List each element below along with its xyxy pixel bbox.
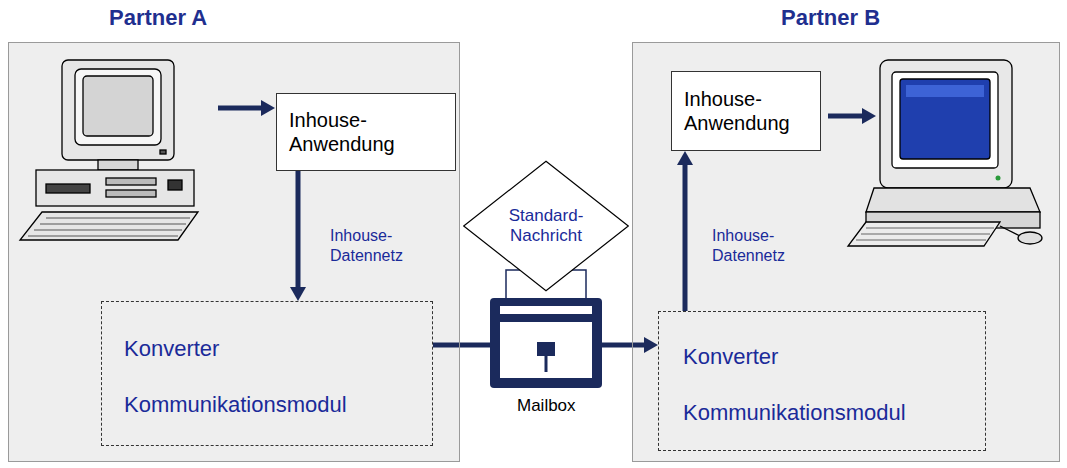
- mailbox-door: [537, 342, 555, 356]
- monitor-body: [62, 60, 174, 160]
- application-label: Inhouse- Anwendung: [672, 87, 790, 135]
- diamond-shape: [464, 161, 629, 290]
- network-label: Inhouse- Datennetz: [712, 226, 785, 266]
- mouse: [1018, 232, 1042, 244]
- application-box: Inhouse- Anwendung: [671, 71, 821, 151]
- keyboard: [20, 212, 198, 240]
- power-light: [996, 176, 1001, 181]
- monitor-bezel: [892, 72, 998, 168]
- output-arrow: [828, 114, 862, 119]
- application-box: Inhouse- Anwendung: [276, 93, 456, 171]
- desktop-case: [36, 170, 194, 206]
- monitor-bezel: [75, 69, 161, 145]
- message-diamond: Standard- Nachricht: [462, 160, 630, 292]
- panel-fill: [8, 42, 460, 462]
- mailbox-slot: [500, 306, 592, 314]
- network-label: Inhouse- Datennetz: [330, 226, 403, 266]
- monitor-neck: [98, 160, 138, 170]
- mailbox-body: [490, 298, 602, 388]
- converter-module: KonverterKommunikationsmodul: [658, 311, 986, 451]
- application-label: Inhouse- Anwendung: [277, 108, 395, 156]
- message-label: Standard- Nachricht: [509, 206, 584, 247]
- desktop-case: [866, 188, 1040, 212]
- partner-title: Partner B: [781, 5, 880, 31]
- computer-b: [848, 60, 1042, 246]
- module-label: Konverter: [683, 344, 778, 370]
- mouse-cable: [1000, 226, 1020, 236]
- monitor-screen: [83, 76, 153, 136]
- partner-title: Partner A: [109, 5, 207, 31]
- case-button: [168, 180, 182, 190]
- monitor-body: [880, 60, 1012, 188]
- case-vents: [46, 184, 90, 193]
- input-arrow: [218, 106, 261, 111]
- data-flow-arrow: [683, 165, 688, 311]
- panel-fill: [632, 42, 1060, 462]
- keyboard: [848, 222, 1000, 246]
- monitor-screen: [900, 79, 990, 159]
- data-flow-arrow: [296, 171, 301, 287]
- module-label: Kommunikationsmodul: [683, 400, 906, 426]
- mailbox-label: Mailbox: [517, 396, 576, 416]
- partner-panel: Partner AInhouse- AnwendungKonverterKomm…: [8, 42, 460, 462]
- computer-a: [20, 60, 198, 240]
- screen-glare: [906, 85, 984, 97]
- module-label: Konverter: [124, 336, 219, 362]
- monitor-button: [160, 150, 166, 154]
- mailbox-stem: [545, 356, 548, 372]
- keyboard-keys: [28, 218, 190, 236]
- converter-module: KonverterKommunikationsmodul: [101, 301, 433, 446]
- drive-slot: [106, 190, 156, 197]
- module-label: Kommunikationsmodul: [124, 392, 347, 418]
- mailbox-front: [500, 322, 592, 378]
- keyboard-keys: [856, 228, 994, 240]
- partner-panel: Partner BInhouse- AnwendungKonverterKomm…: [632, 42, 1060, 462]
- drive-slot: [106, 178, 156, 185]
